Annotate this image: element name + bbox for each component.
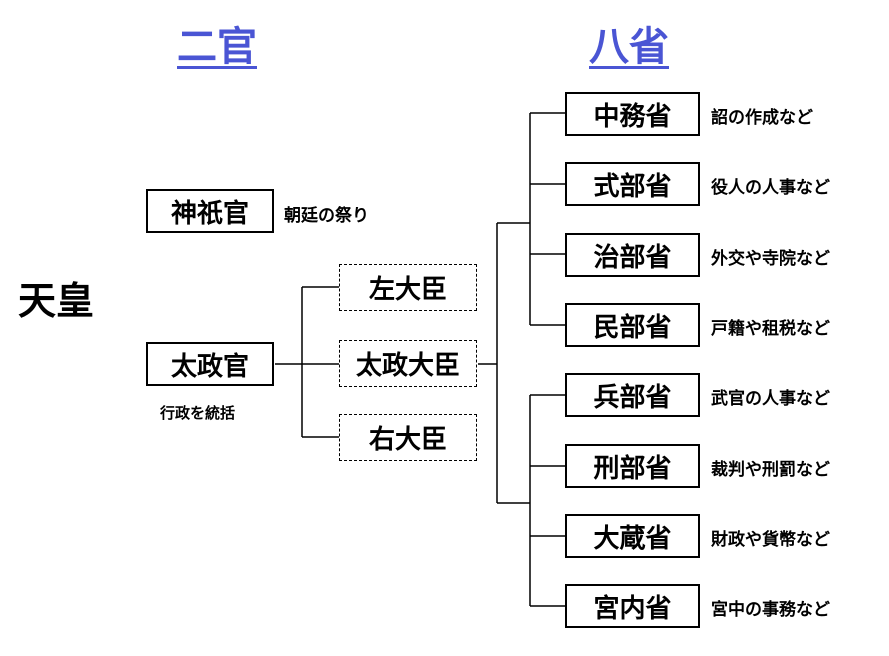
daijokan-box: 太政官 <box>146 342 274 386</box>
ministry-desc: 裁判や刑罰など <box>711 460 830 480</box>
sadaijin-box: 左大臣 <box>339 264 477 311</box>
ministry-box: 中務省 <box>565 92 700 136</box>
ministry-desc: 財政や貨幣など <box>711 530 830 550</box>
ministry-desc: 宮中の事務など <box>711 600 830 620</box>
ministry-box: 民部省 <box>565 303 700 347</box>
ministry-box: 宮内省 <box>565 584 700 628</box>
jingikan-box: 神祇官 <box>146 189 274 233</box>
daijokan-desc: 行政を統括 <box>160 404 236 422</box>
udaijin-box: 右大臣 <box>339 414 477 461</box>
ministry-box: 治部省 <box>565 233 700 277</box>
heading-nikan: 二官 <box>177 24 257 70</box>
ministry-desc: 外交や寺院など <box>711 249 830 269</box>
ministry-desc: 武官の人事など <box>711 389 830 409</box>
ministry-box: 兵部省 <box>565 373 700 417</box>
ministry-box: 大蔵省 <box>565 514 700 558</box>
daijodaijin-box: 太政大臣 <box>339 340 477 387</box>
ministry-box: 式部省 <box>565 162 700 206</box>
emperor-label: 天皇 <box>18 279 95 323</box>
jingikan-desc: 朝廷の祭り <box>284 206 369 226</box>
ministry-box: 刑部省 <box>565 444 700 488</box>
heading-hassho: 八省 <box>589 24 669 70</box>
ministry-desc: 詔の作成など <box>711 108 813 128</box>
ministry-desc: 役人の人事など <box>711 178 830 198</box>
ministry-desc: 戸籍や租税など <box>711 319 830 339</box>
